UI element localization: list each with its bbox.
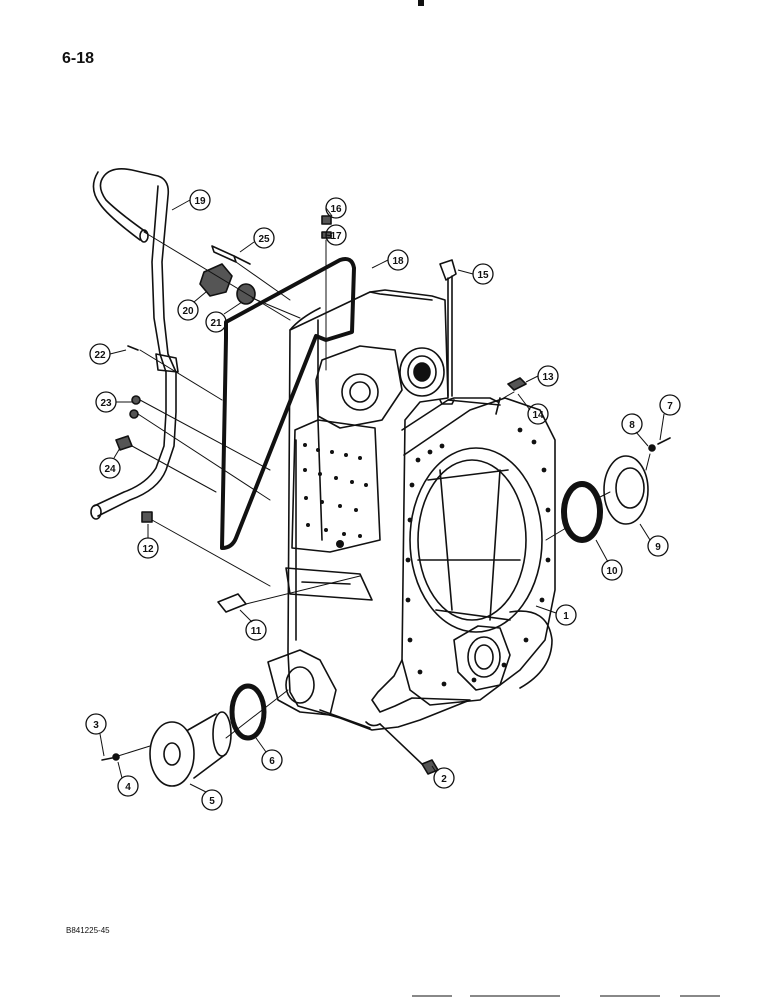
callout-22: 22 bbox=[94, 350, 106, 361]
part-15-bolt bbox=[439, 259, 457, 281]
callout-3: 3 bbox=[93, 720, 99, 731]
callout-19: 19 bbox=[194, 196, 206, 207]
callout-11: 11 bbox=[251, 626, 262, 637]
callout-8: 8 bbox=[629, 420, 635, 431]
callout-7: 7 bbox=[667, 401, 673, 412]
figure-reference: B841225-45 bbox=[66, 926, 110, 935]
part-11-pin bbox=[217, 593, 247, 613]
top-mark bbox=[418, 0, 424, 6]
leader-lines bbox=[117, 231, 651, 757]
callout-6: 6 bbox=[269, 756, 275, 767]
part-6-seal bbox=[229, 683, 267, 741]
callout-10: 10 bbox=[606, 566, 618, 577]
part-16-plug bbox=[321, 215, 332, 225]
part-9-cover bbox=[603, 455, 649, 525]
part-23-plug-a bbox=[131, 395, 141, 405]
page-number: 6-18 bbox=[62, 50, 95, 67]
part-25-pin bbox=[211, 245, 237, 263]
part-4-washer bbox=[112, 753, 120, 761]
callout-4: 4 bbox=[125, 782, 131, 793]
part-8-washer bbox=[648, 444, 656, 452]
part-12-plug bbox=[141, 511, 153, 523]
callout-16: 16 bbox=[330, 204, 342, 215]
part-3-screw bbox=[101, 757, 113, 761]
part-5-cover bbox=[149, 711, 232, 787]
callout-1: 1 bbox=[563, 611, 569, 622]
callout-18: 18 bbox=[392, 256, 404, 267]
callout-25: 25 bbox=[258, 234, 270, 245]
callout-9: 9 bbox=[655, 542, 661, 553]
callout-5: 5 bbox=[209, 796, 215, 807]
transmission-housing bbox=[267, 289, 556, 731]
callout-2: 2 bbox=[441, 774, 447, 785]
callout-14: 14 bbox=[532, 410, 544, 421]
part-20-fitting bbox=[199, 263, 233, 297]
callout-15: 15 bbox=[477, 270, 489, 281]
part-10-seal bbox=[561, 481, 603, 543]
callout-labels: 1 2 3 4 5 6 7 8 9 10 11 12 13 14 15 16 1… bbox=[85, 189, 681, 811]
callout-12: 12 bbox=[142, 544, 154, 555]
callout-13: 13 bbox=[542, 372, 554, 383]
callout-24: 24 bbox=[104, 464, 116, 475]
callout-20: 20 bbox=[182, 306, 194, 317]
gasket bbox=[220, 257, 356, 550]
part-22-screw bbox=[127, 345, 139, 351]
part-23-plug-b bbox=[129, 409, 139, 419]
part-24-fitting bbox=[115, 435, 133, 451]
dipstick-tube bbox=[90, 168, 179, 520]
callout-21: 21 bbox=[210, 318, 222, 329]
part-7-screw bbox=[657, 437, 671, 445]
callout-17: 17 bbox=[330, 231, 342, 242]
callout-23: 23 bbox=[100, 398, 112, 409]
part-13-cap bbox=[507, 377, 527, 391]
